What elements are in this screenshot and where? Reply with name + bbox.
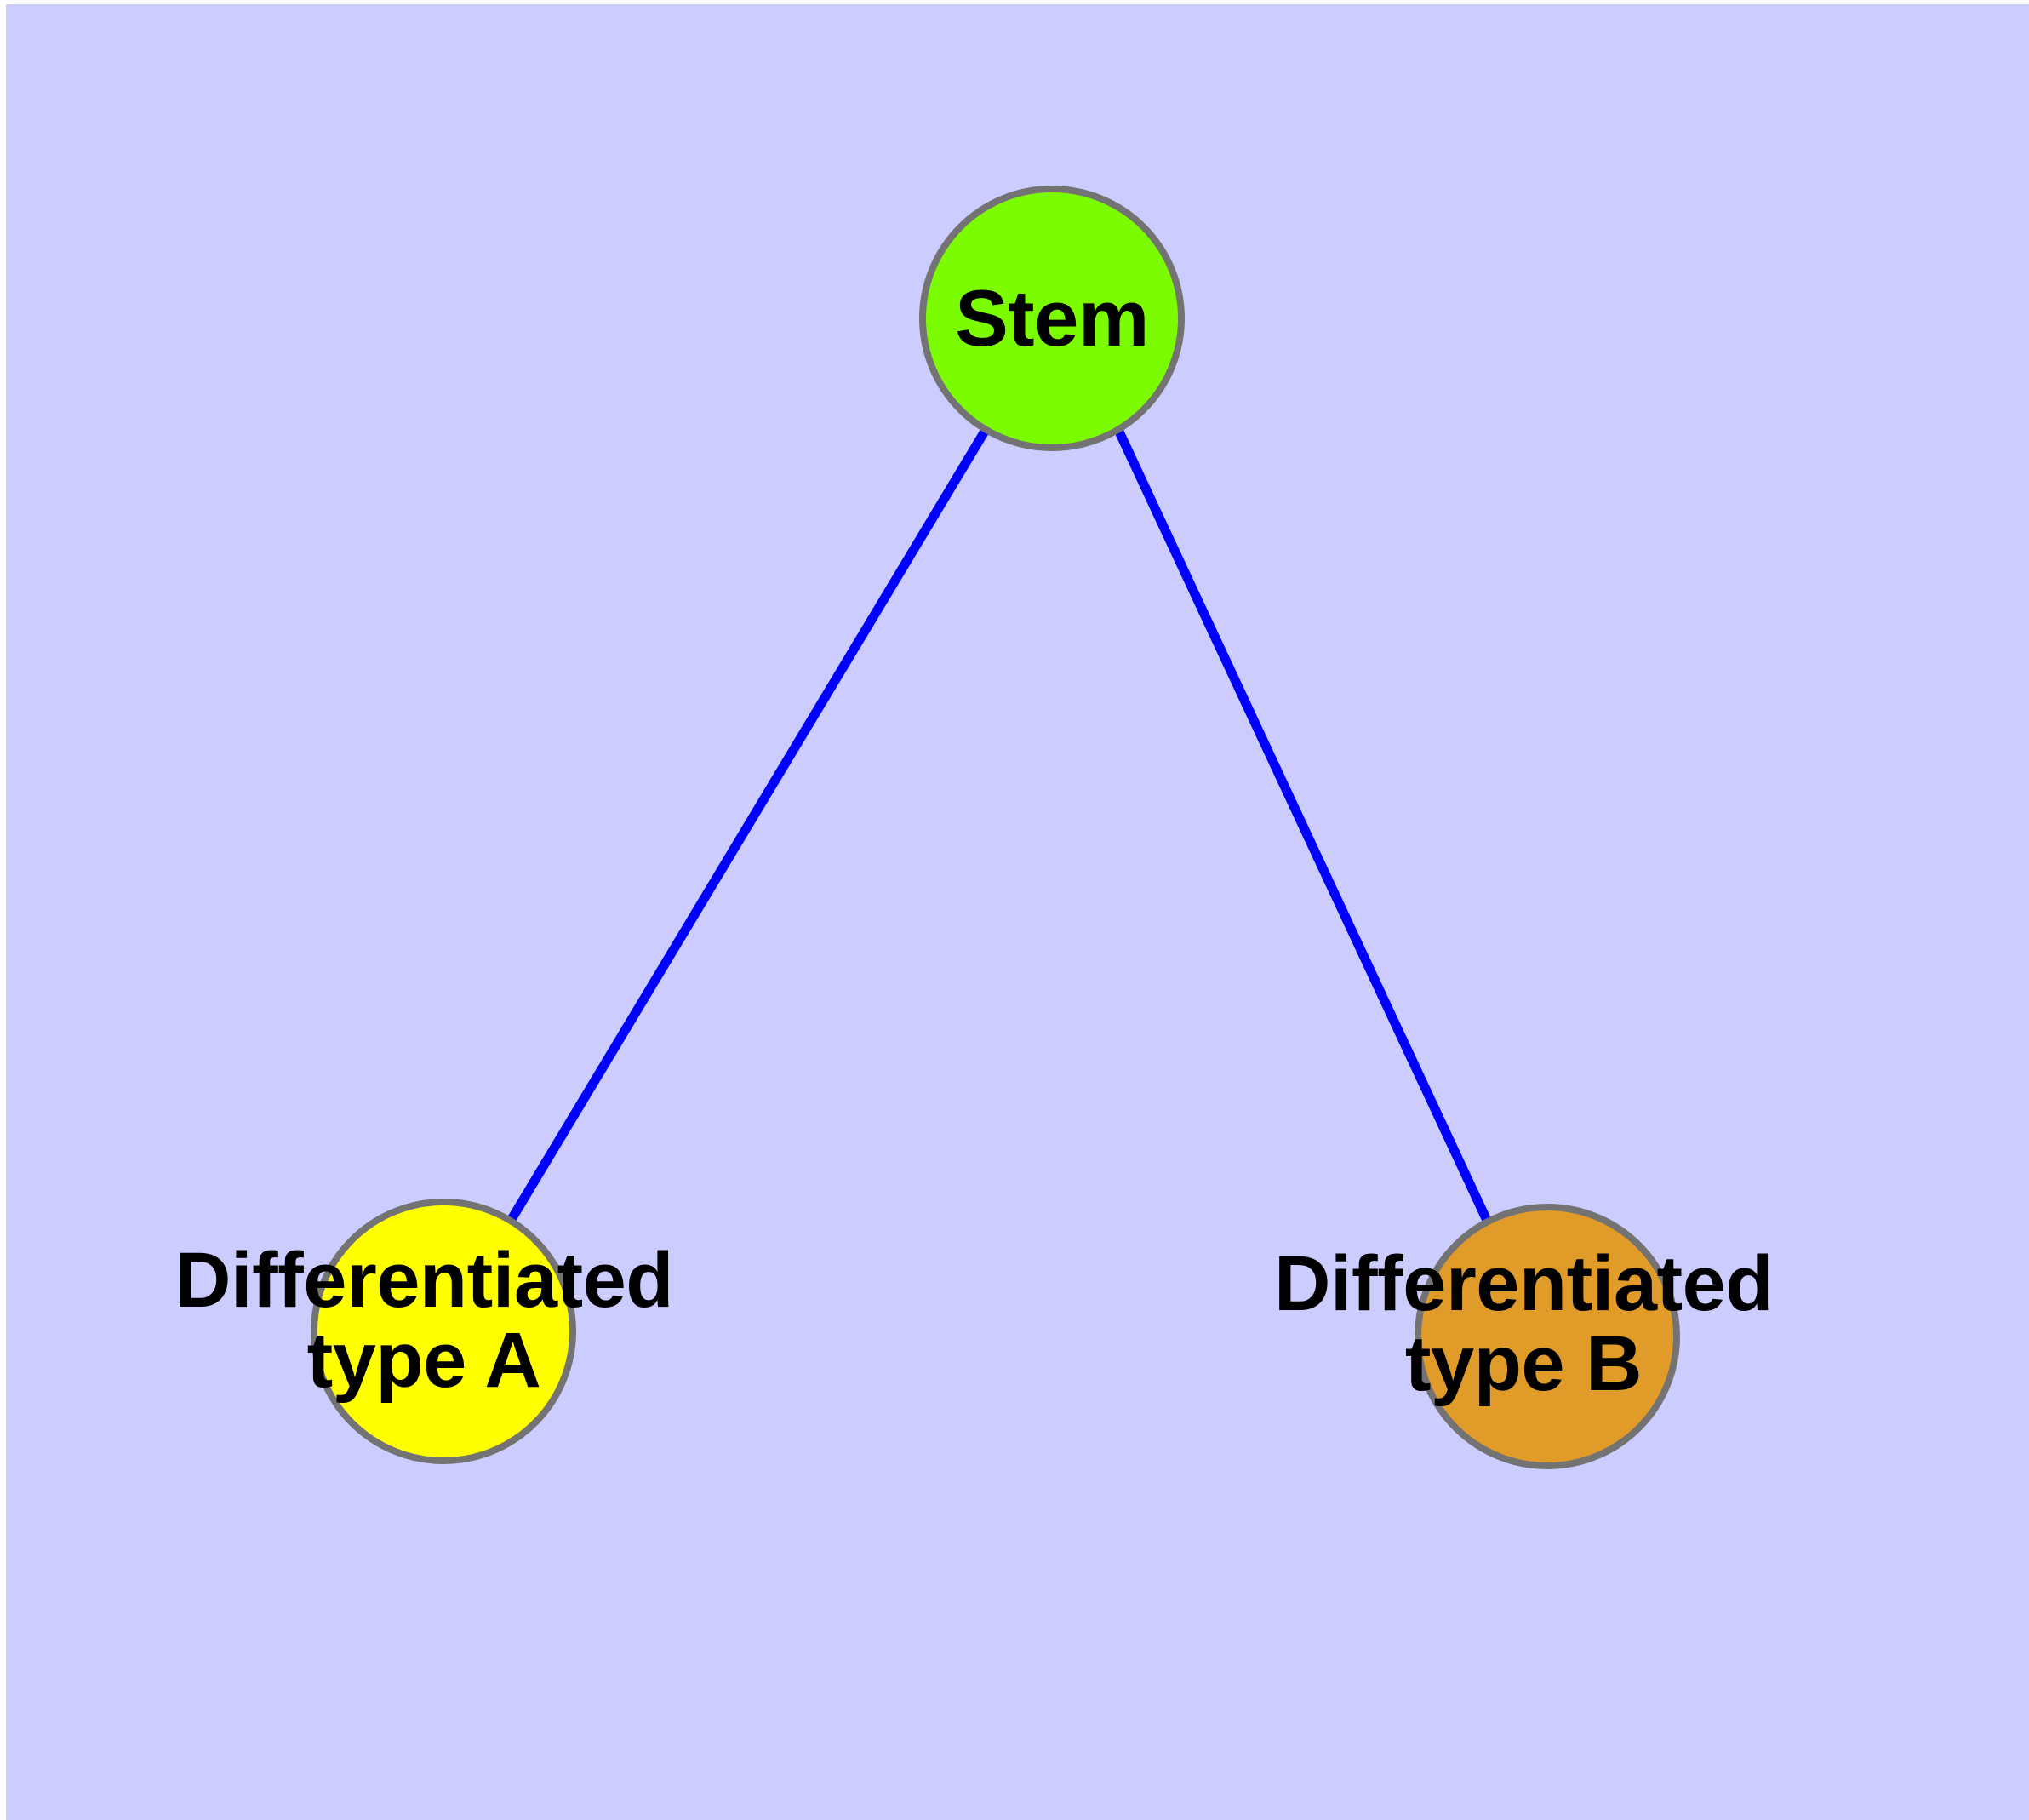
edge-layer	[506, 427, 1494, 1228]
node-diff-a-circle[interactable]	[311, 1199, 576, 1464]
node-stem-circle[interactable]	[919, 186, 1185, 451]
edge-stem-to-diff-a	[506, 427, 990, 1223]
node-layer	[311, 186, 1680, 1469]
edge-stem-to-diff-b	[1114, 427, 1494, 1228]
node-diff-b-circle[interactable]	[1415, 1204, 1680, 1469]
